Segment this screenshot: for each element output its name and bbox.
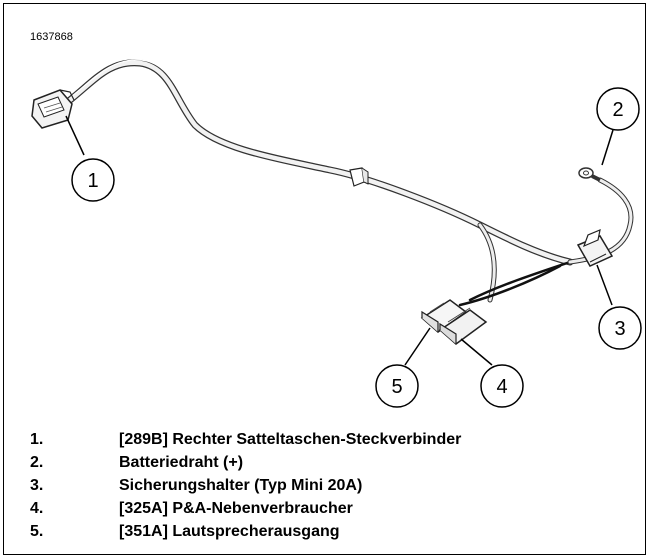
legend-text: Batteriedraht (+) [119, 453, 244, 471]
legend-text: Sicherungshalter (Typ Mini 20A) [119, 476, 363, 494]
legend-number: 4. [30, 499, 44, 517]
callout-4-label: 4 [496, 376, 507, 398]
callout-3-label: 3 [614, 318, 625, 340]
harness-clip [349, 167, 369, 187]
legend-number: 3. [30, 476, 44, 494]
legend-item: 2. Batteriedraht (+) [30, 451, 461, 474]
callout-2-label: 2 [612, 99, 623, 121]
connector-325a [438, 307, 488, 345]
callout-2: 2 [596, 87, 640, 131]
connector-289b [31, 89, 75, 129]
callout-1: 1 [71, 158, 115, 202]
legend-item: 1. [289B] Rechter Satteltaschen-Steckver… [30, 428, 461, 451]
legend-item: 3. Sicherungshalter (Typ Mini 20A) [30, 474, 461, 497]
callout-1-label: 1 [87, 170, 98, 192]
main-harness-cable [66, 59, 574, 266]
leader-lines [65, 115, 614, 366]
branch-wire-connectors [458, 222, 572, 307]
ring-terminal [578, 167, 601, 182]
legend-list: 1. [289B] Rechter Satteltaschen-Steckver… [30, 428, 461, 543]
callout-3: 3 [598, 306, 642, 350]
legend-number: 5. [30, 522, 44, 540]
legend-item: 4. [325A] P&A-Nebenverbraucher [30, 497, 461, 520]
legend-text: [289B] Rechter Satteltaschen-Steckverbin… [119, 430, 462, 448]
callout-4: 4 [480, 364, 524, 408]
figure-frame [3, 3, 646, 555]
figure-id: 1637868 [30, 31, 73, 43]
legend-number: 2. [30, 453, 44, 471]
connector-351a [420, 299, 468, 333]
legend-text: [325A] P&A-Nebenverbraucher [119, 499, 353, 517]
fuse-holder [576, 229, 614, 267]
legend-text: [351A] Lautsprecherausgang [119, 522, 340, 540]
legend-number: 1. [30, 430, 44, 448]
callout-5-label: 5 [391, 376, 402, 398]
legend-item: 5. [351A] Lautsprecherausgang [30, 520, 461, 543]
callout-5: 5 [375, 364, 419, 408]
